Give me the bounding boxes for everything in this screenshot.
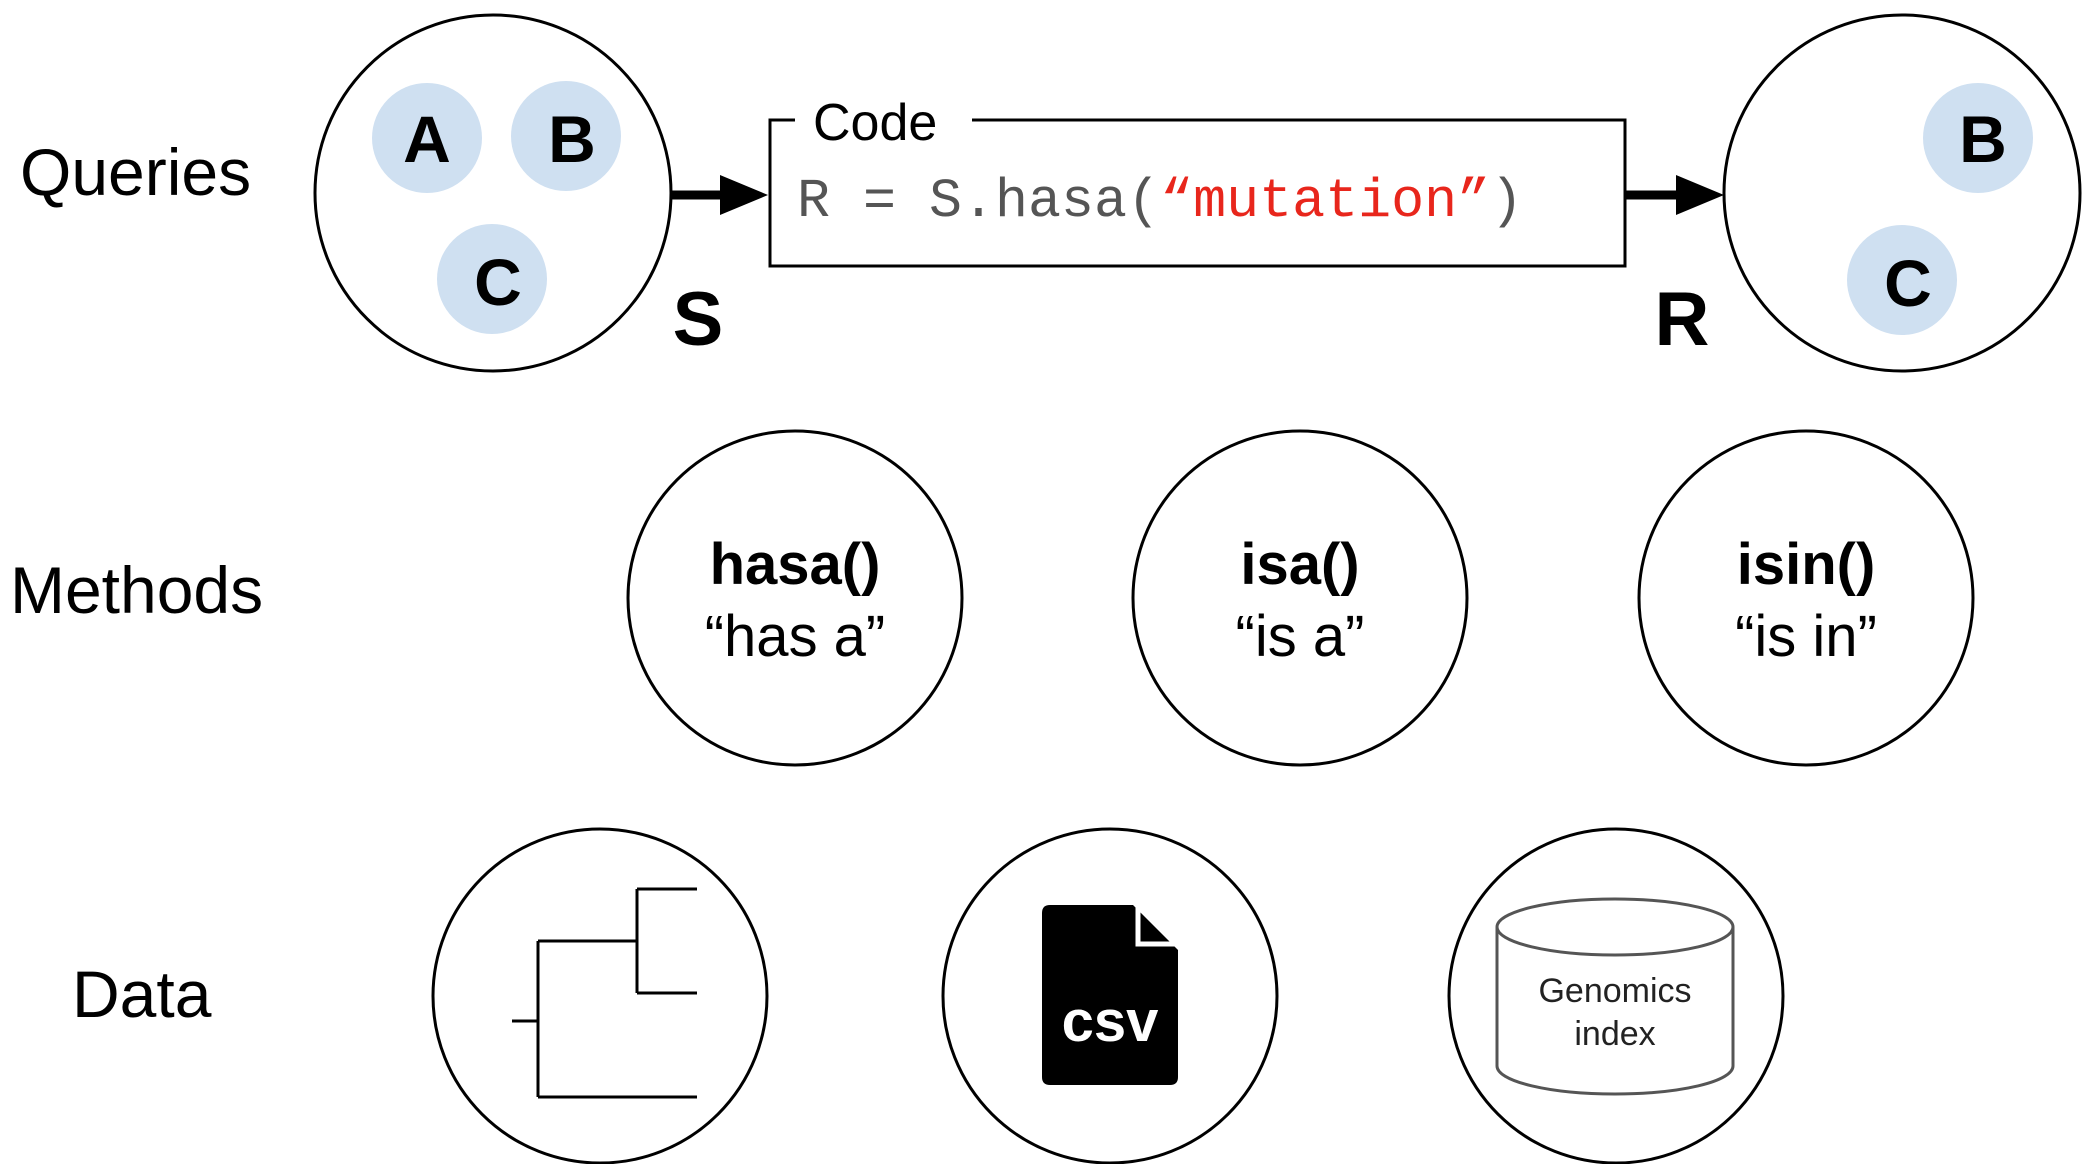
method-name: hasa() bbox=[710, 532, 881, 597]
method-name: isa() bbox=[1240, 532, 1359, 597]
set-item-label: C bbox=[1884, 246, 1932, 320]
method-circle bbox=[626, 429, 964, 767]
method-isin: isin() “is in” bbox=[1637, 429, 1975, 767]
row-label-queries: Queries bbox=[20, 135, 251, 209]
set-item: C bbox=[1847, 225, 1957, 335]
set-item: B bbox=[1923, 83, 2033, 193]
code-line: R = S.hasa(“mutation”) bbox=[797, 170, 1523, 233]
data-circle bbox=[431, 827, 769, 1165]
code-string: “mutation” bbox=[1160, 170, 1490, 233]
method-description: “has a” bbox=[705, 604, 886, 669]
method-description: “is a” bbox=[1236, 604, 1365, 669]
data-tree bbox=[431, 827, 769, 1165]
code-box: Code R = S.hasa(“mutation”) bbox=[768, 94, 1627, 268]
row-label-data: Data bbox=[72, 957, 212, 1031]
database-label-line2: index bbox=[1574, 1015, 1655, 1053]
method-circle bbox=[1637, 429, 1975, 767]
csv-file-label: csv bbox=[1062, 989, 1159, 1054]
set-item: C bbox=[437, 224, 547, 334]
phylogenetic-tree-icon bbox=[512, 887, 697, 1099]
method-hasa: hasa() “has a” bbox=[626, 429, 964, 767]
code-suffix: ) bbox=[1490, 170, 1523, 233]
set-item-label: C bbox=[474, 245, 522, 319]
output-set: B C R bbox=[1655, 13, 2082, 373]
database-cylinder-icon: Genomics index bbox=[1495, 897, 1735, 1096]
database-label-line1: Genomics bbox=[1538, 972, 1691, 1010]
row-label-methods: Methods bbox=[10, 553, 263, 627]
set-item: B bbox=[511, 81, 621, 191]
input-set: A B C S bbox=[313, 13, 724, 373]
data-database: Genomics index bbox=[1447, 827, 1785, 1165]
arrow-input-to-code bbox=[672, 175, 768, 215]
set-item-label: A bbox=[403, 102, 451, 176]
method-isa: isa() “is a” bbox=[1131, 429, 1469, 767]
arrow-code-to-output bbox=[1625, 175, 1724, 215]
method-circle bbox=[1131, 429, 1469, 767]
set-item: A bbox=[372, 83, 482, 193]
code-prefix: R = S.hasa( bbox=[797, 170, 1160, 233]
output-set-label: R bbox=[1655, 277, 1710, 362]
set-item-label: B bbox=[1959, 102, 2007, 176]
data-csv: csv bbox=[941, 827, 1279, 1165]
input-set-label: S bbox=[673, 277, 724, 362]
code-box-title: Code bbox=[813, 94, 937, 152]
csv-file-icon: csv bbox=[1042, 905, 1178, 1085]
method-name: isin() bbox=[1737, 532, 1876, 597]
method-description: “is in” bbox=[1735, 604, 1877, 669]
set-item-label: B bbox=[548, 102, 596, 176]
